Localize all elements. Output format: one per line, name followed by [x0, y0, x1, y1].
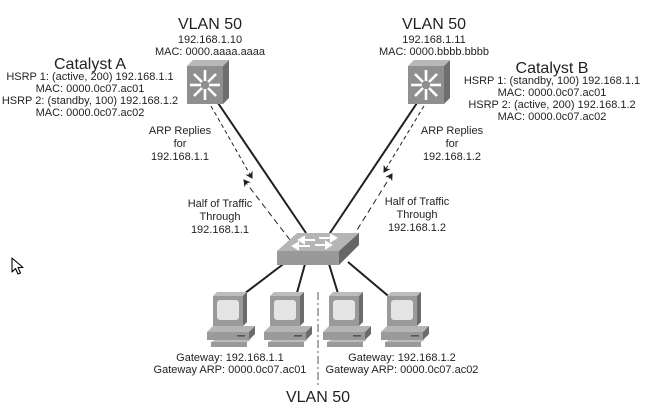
link-catalyst-b-to-switch	[329, 102, 418, 234]
hosts-left-gateway-arp: Gateway ARP: 0000.0c07.ac01	[153, 364, 307, 376]
catalyst-a-name: Catalyst A	[53, 56, 127, 73]
access-switch-icon[interactable]	[277, 233, 359, 265]
catalyst-b-hsrp2: HSRP 2: (active, 200) 192.168.1.2	[468, 99, 636, 111]
traffic-arrow-right	[351, 173, 393, 239]
pc-icon-3[interactable]	[323, 292, 371, 347]
hosts-right-gateway-arp: Gateway ARP: 0000.0c07.ac02	[325, 364, 479, 376]
catalyst-b-name: Catalyst B	[515, 60, 589, 77]
traffic-arrow-left	[243, 179, 291, 241]
catalyst-b-vlan-label: VLAN 50	[401, 16, 467, 33]
link-catalyst-a-to-switch	[217, 102, 307, 234]
catalyst-a-hsrp2-mac: MAC: 0000.0c07.ac02	[35, 107, 145, 119]
arp-replies-label-b-1: ARP Replies	[420, 125, 484, 137]
traffic-label-a-1: Half of Traffic	[187, 198, 253, 210]
hosts-left-gateway: Gateway: 192.168.1.1	[176, 352, 284, 364]
hosts-right-gateway: Gateway: 192.168.1.2	[348, 352, 456, 364]
catalyst-b-switch-icon[interactable]	[408, 60, 450, 104]
link-host-4	[347, 261, 394, 301]
bottom-vlan-label: VLAN 50	[285, 389, 351, 406]
arp-replies-label-b-2: for	[445, 138, 459, 150]
catalyst-b-hsrp1-mac: MAC: 0000.0c07.ac01	[497, 87, 607, 99]
traffic-label-b-2: Through	[396, 209, 438, 221]
pc-icon-4[interactable]	[381, 292, 429, 347]
catalyst-b-hsrp1: HSRP 1: (standby, 100) 192.168.1.1	[463, 75, 641, 87]
catalyst-b-ip: 192.168.1.11	[402, 34, 466, 46]
traffic-label-a-3: 192.168.1.1	[190, 224, 250, 236]
arp-replies-label-a-1: ARP Replies	[148, 125, 212, 137]
catalyst-a-hsrp1: HSRP 1: (active, 200) 192.168.1.1	[6, 71, 174, 83]
traffic-label-a-2: Through	[199, 211, 241, 223]
catalyst-a-ip: 192.168.1.10	[177, 34, 243, 46]
catalyst-a-switch-icon[interactable]	[187, 60, 229, 104]
arp-replies-label-a-3: 192.168.1.1	[150, 151, 210, 163]
arp-replies-label-a-2: for	[173, 138, 187, 150]
pc-icon-2[interactable]	[264, 292, 312, 347]
catalyst-b-hsrp2-mac: MAC: 0000.0c07.ac02	[497, 111, 607, 123]
catalyst-a-vlan-label: VLAN 50	[177, 16, 243, 33]
pc-icon-1[interactable]	[207, 292, 255, 347]
catalyst-a-hsrp1-mac: MAC: 0000.0c07.ac01	[35, 83, 145, 95]
traffic-label-b-3: 192.168.1.2	[387, 222, 447, 234]
catalyst-a-hsrp2: HSRP 2: (standby, 100) 192.168.1.2	[1, 95, 179, 107]
traffic-label-b-1: Half of Traffic	[384, 196, 450, 208]
mouse-cursor-icon	[11, 257, 24, 275]
arp-replies-label-b-3: 192.168.1.2	[422, 151, 482, 163]
arp-reply-arrow-right	[383, 105, 425, 173]
catalyst-a-mac: MAC: 0000.aaaa.aaaa	[154, 46, 266, 58]
catalyst-b-mac: MAC: 0000.bbbb.bbbb	[378, 46, 490, 58]
